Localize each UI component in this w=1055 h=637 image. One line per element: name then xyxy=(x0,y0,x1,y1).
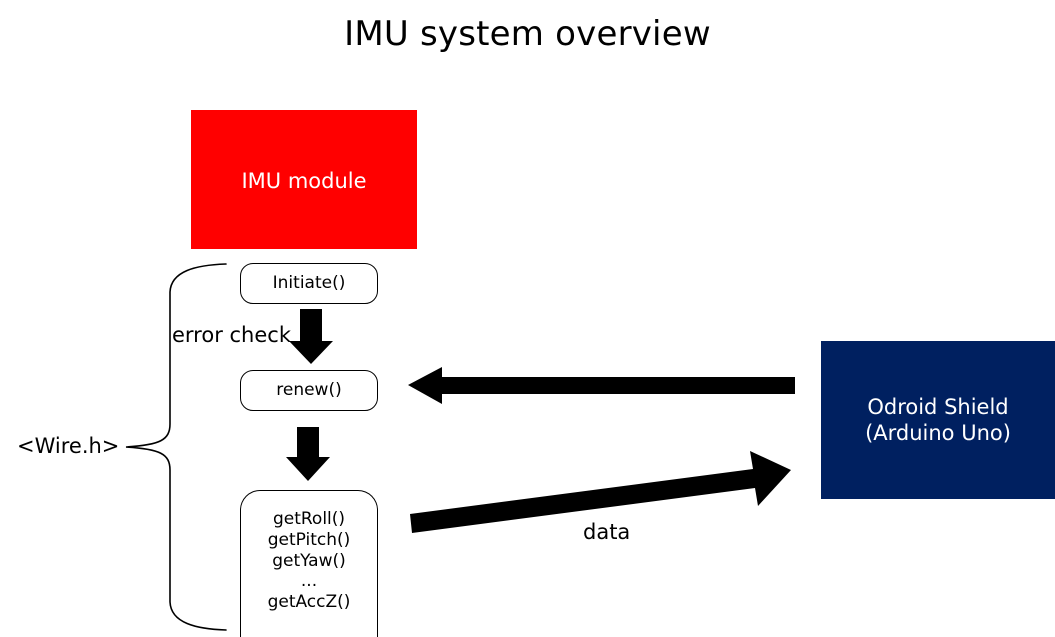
initiate-label: Initiate() xyxy=(272,273,346,294)
left-arrow-odroid-to-renew-icon xyxy=(408,367,795,404)
odroid-shield-label-group: Odroid Shield (Arduino Uno) xyxy=(865,394,1011,447)
renew-function-box[interactable]: renew() xyxy=(240,370,378,411)
getter-line: getYaw() xyxy=(272,550,346,571)
getter-line: getPitch() xyxy=(267,529,351,550)
getter-line: getRoll() xyxy=(272,509,346,530)
getter-line: getAccZ() xyxy=(267,592,351,613)
getter-functions-box[interactable]: getRoll() getPitch() getYaw() ... getAcc… xyxy=(240,490,378,637)
error-check-label: error check xyxy=(172,323,291,347)
imu-module-block[interactable]: IMU module xyxy=(191,110,417,249)
down-arrow-renew-to-getters-icon xyxy=(286,427,330,481)
wire-h-brace-icon xyxy=(125,263,227,631)
odroid-shield-label-line1: Odroid Shield xyxy=(867,394,1009,419)
down-arrow-initiate-to-renew-icon xyxy=(289,309,333,364)
getter-functions-list: getRoll() getPitch() getYaw() ... getAcc… xyxy=(241,509,377,613)
data-flow-label: data xyxy=(583,520,631,544)
imu-module-label: IMU module xyxy=(241,169,367,193)
getter-line: ... xyxy=(300,571,318,592)
odroid-shield-block[interactable]: Odroid Shield (Arduino Uno) xyxy=(821,341,1055,499)
page-title: IMU system overview xyxy=(344,14,711,54)
odroid-shield-label-line2: (Arduino Uno) xyxy=(865,421,1011,445)
wire-h-label: <Wire.h> xyxy=(17,434,120,458)
initiate-function-box[interactable]: Initiate() xyxy=(240,263,378,304)
renew-label: renew() xyxy=(276,380,342,401)
